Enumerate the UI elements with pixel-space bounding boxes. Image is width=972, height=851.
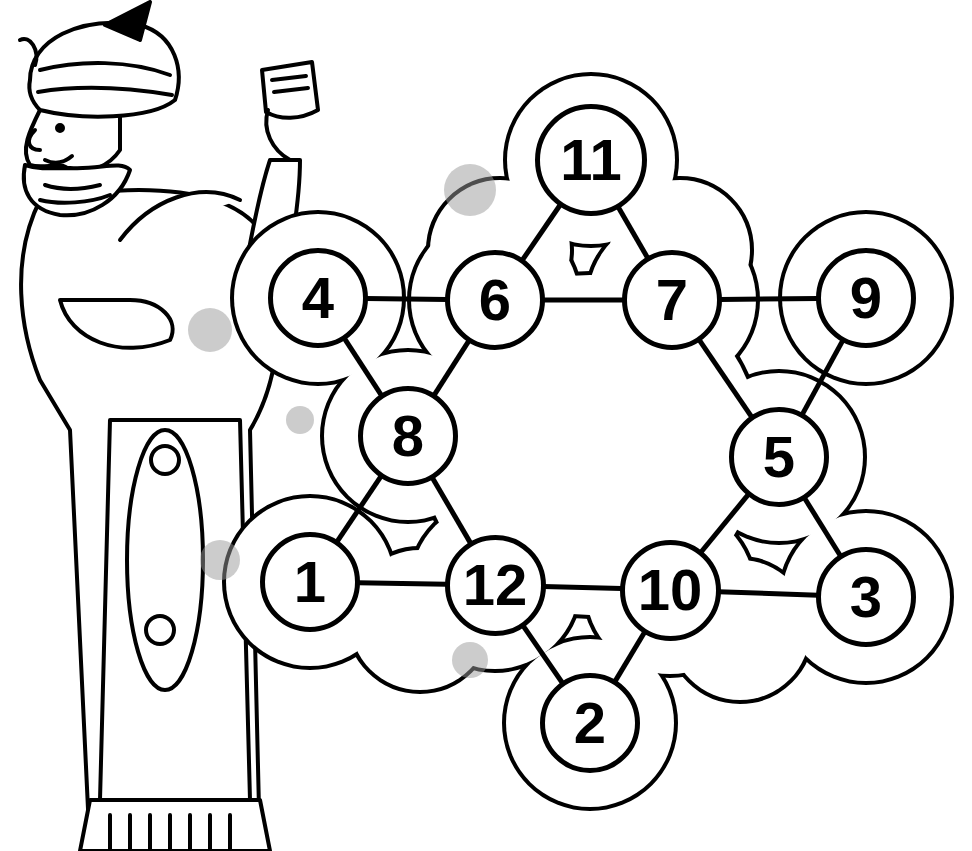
number-circle: 10 (620, 540, 721, 641)
cloud-blob (506, 639, 674, 807)
number-label: 6 (479, 271, 511, 329)
star-line (522, 205, 560, 261)
number-label: 3 (850, 568, 882, 626)
star-line (802, 340, 843, 415)
star-line (718, 592, 818, 596)
number-circle: 5 (729, 407, 829, 507)
star-line (543, 298, 624, 303)
star-line (720, 298, 818, 299)
star-line (804, 498, 840, 556)
star-line (344, 338, 382, 396)
number-label: 11 (560, 131, 621, 189)
number-circle: 4 (268, 248, 368, 348)
shading-patch (452, 642, 488, 678)
number-circle: 8 (358, 386, 458, 486)
star-line (358, 583, 447, 584)
star-line (699, 340, 752, 418)
number-circle: 7 (622, 250, 722, 350)
number-label: 2 (574, 694, 606, 752)
number-label: 8 (392, 407, 424, 465)
number-circle: 9 (816, 248, 916, 348)
number-circle: 3 (816, 547, 916, 647)
number-circle: 1 (260, 532, 360, 632)
star-line (434, 340, 469, 395)
star-line (701, 494, 749, 552)
number-circle: 2 (540, 673, 640, 773)
cloud-blob (506, 639, 674, 807)
number-label: 5 (763, 428, 795, 486)
shading-patch (286, 406, 314, 434)
number-circle: 11 (535, 104, 647, 216)
shading-patch (444, 164, 496, 216)
star-line (337, 476, 381, 542)
star-line (615, 632, 645, 682)
shading-patch (200, 540, 240, 580)
star-line (543, 586, 621, 588)
number-label: 10 (638, 561, 703, 619)
star-line (432, 477, 470, 543)
number-circle: 12 (445, 535, 546, 636)
number-circle: 6 (445, 250, 545, 350)
number-label: 7 (656, 271, 688, 329)
number-label: 12 (463, 556, 528, 614)
star-line (618, 207, 648, 259)
number-label: 4 (302, 269, 334, 327)
shading-patch (188, 308, 232, 352)
star-line (523, 625, 563, 684)
number-label: 9 (850, 269, 882, 327)
star-line (366, 296, 447, 302)
number-label: 1 (294, 553, 326, 611)
